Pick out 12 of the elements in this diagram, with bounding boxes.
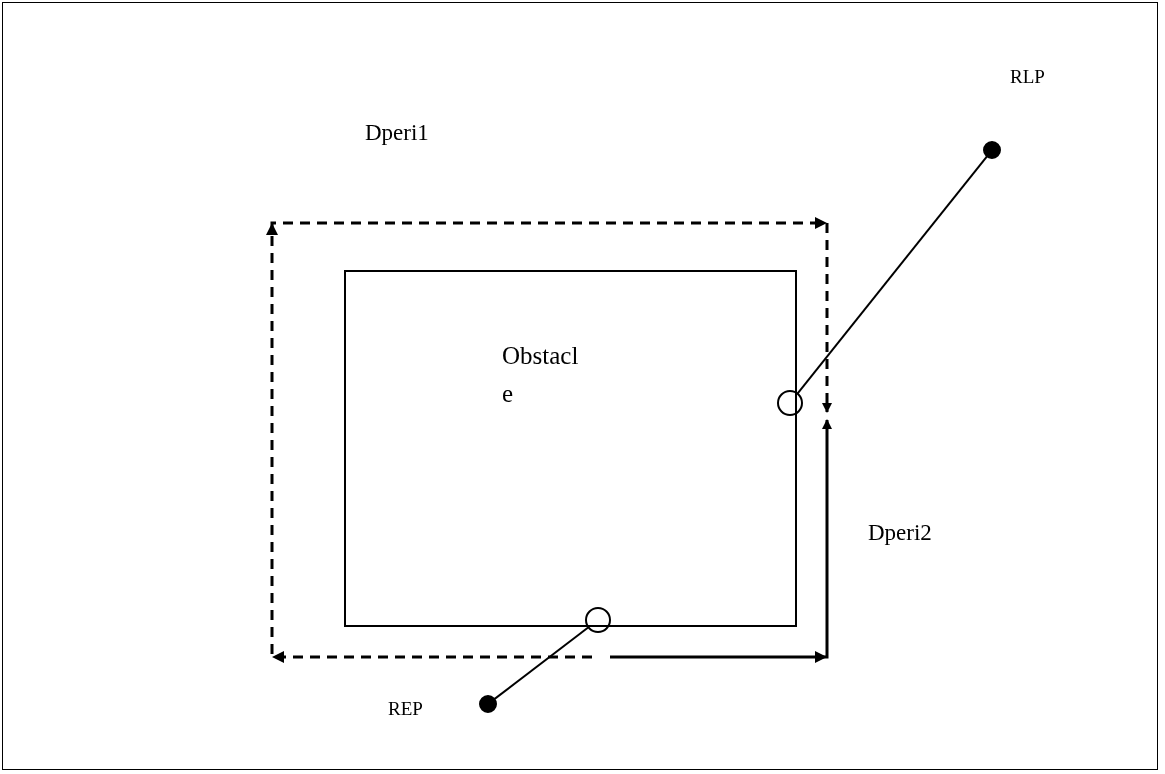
open-point	[585, 607, 611, 633]
connecting-line	[493, 626, 590, 701]
obstacle-label: Obstacle	[502, 341, 580, 409]
dashed-path-arrow	[266, 217, 832, 663]
filled-point	[479, 695, 497, 713]
obstacle-box	[344, 270, 797, 627]
open-point	[777, 390, 803, 416]
path-arrow	[610, 419, 832, 663]
filled-point	[983, 141, 1001, 159]
point-label: RLP	[1010, 66, 1045, 88]
point-label: REP	[388, 698, 423, 720]
connecting-line	[796, 155, 988, 395]
